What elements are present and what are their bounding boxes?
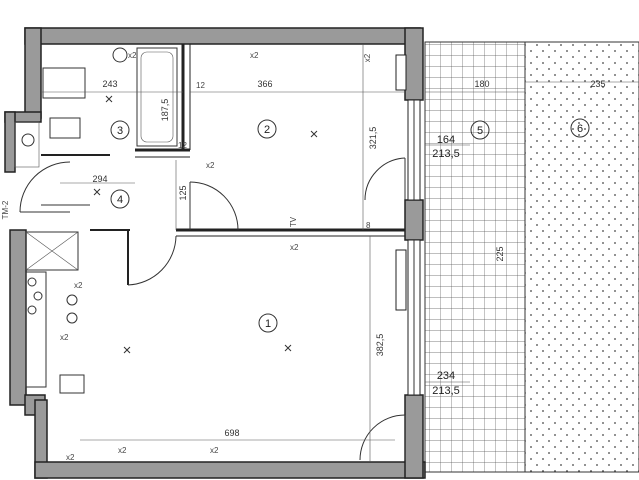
room-number-4: 4	[117, 194, 123, 206]
room-number-6: 6	[577, 123, 583, 135]
room-6-circle	[570, 118, 590, 138]
socket-x2-room1-bottom-b: x2	[210, 446, 219, 455]
room-number-1: 1	[265, 318, 271, 330]
room-number-5: 5	[477, 125, 483, 137]
room-markers	[110, 118, 590, 333]
dimension-321-5: 321,5	[368, 127, 378, 150]
socket-x2-room2-top: x2	[250, 51, 259, 60]
room-2-circle	[257, 119, 277, 139]
dimension-12-b: 12	[178, 141, 187, 150]
room-3-circle	[110, 120, 130, 140]
socket-x2-bath: x2	[128, 51, 137, 60]
dimension-180: 180	[474, 79, 489, 89]
dimension-235-top: 235	[590, 79, 605, 89]
tv-outlet: TV	[289, 216, 298, 227]
socket-x2-kitchen-b: x2	[60, 333, 69, 342]
room-1-circle	[258, 313, 278, 333]
room-5-circle	[470, 120, 490, 140]
socket-x2-room2-right: x2	[363, 53, 372, 62]
dimension-366: 366	[257, 79, 272, 89]
socket-x2-room1-bottom-a: x2	[118, 446, 127, 455]
dimension-213-5-a: 213,5	[432, 148, 460, 160]
dimension-12-a: 12	[196, 81, 205, 90]
socket-x2-corner: x2	[66, 453, 75, 462]
socket-x2-hall: x2	[206, 161, 215, 170]
dimension-243: 243	[102, 79, 117, 89]
doors	[19, 157, 406, 461]
outer-walls	[4, 27, 426, 479]
dimension-164: 164	[437, 134, 455, 146]
interior-walls	[41, 44, 405, 285]
dimension-225: 225	[495, 246, 505, 261]
bathroom-fixtures	[14, 47, 178, 168]
dimension-187-5: 187,5	[160, 99, 170, 122]
socket-x2-kitchen-a: x2	[74, 281, 83, 290]
socket-x2-room1-top: x2	[290, 243, 299, 252]
dimension-8: 8	[366, 221, 371, 230]
dimension-213-5-b: 213,5	[432, 385, 460, 397]
windows	[395, 54, 421, 396]
dimension-698: 698	[224, 428, 239, 438]
dimension-lines	[41, 44, 525, 462]
dimension-294: 294	[92, 174, 107, 184]
dimension-125: 125	[178, 185, 188, 200]
room-number-2: 2	[264, 124, 270, 136]
dimension-382-5: 382,5	[375, 334, 385, 357]
room-number-3: 3	[117, 125, 123, 137]
room-4-circle	[110, 189, 130, 209]
light-markers	[93, 95, 318, 354]
dimension-234: 234	[437, 370, 455, 382]
kitchen-fixtures	[25, 231, 85, 394]
terrace-area	[424, 41, 526, 473]
garden-area	[524, 41, 639, 473]
tm-label: TM-2	[1, 200, 10, 219]
